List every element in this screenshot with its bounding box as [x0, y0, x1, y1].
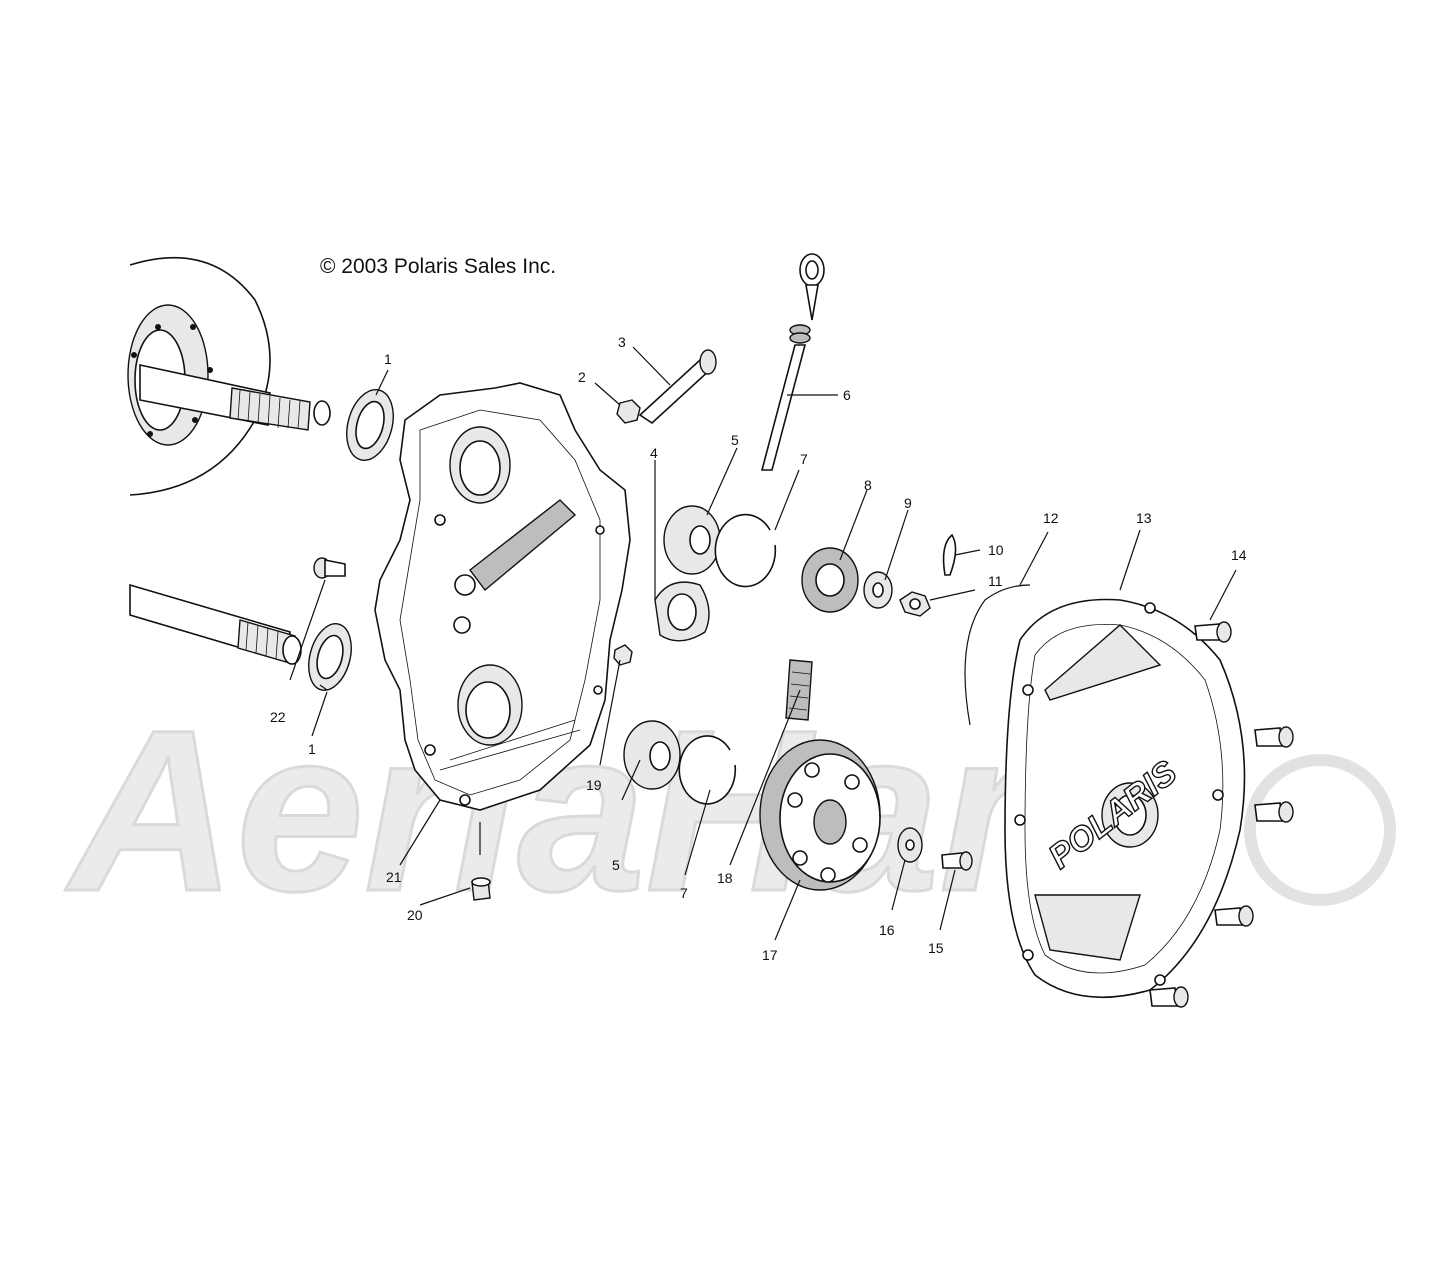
sprocket-17 — [759, 739, 881, 891]
callout-11: 11 — [988, 573, 1003, 589]
callout-21: 21 — [386, 869, 402, 885]
callout-6: 6 — [843, 387, 851, 403]
nut-11 — [899, 591, 931, 617]
callout-3: 3 — [618, 334, 626, 350]
seal-upper — [346, 389, 394, 461]
dipstick-6 — [760, 253, 825, 471]
callout-7-lower: 7 — [680, 885, 688, 901]
callout-13: 13 — [1136, 510, 1152, 526]
callout-14: 14 — [1231, 547, 1247, 563]
gasket-12 — [964, 584, 1031, 726]
bolt-22 — [313, 557, 346, 579]
callout-17: 17 — [762, 947, 778, 963]
bearing-5-upper — [663, 505, 721, 575]
callout-18: 18 — [717, 870, 733, 886]
watermark-text: AeriaHam — [65, 682, 1144, 939]
callout-19: 19 — [586, 777, 602, 793]
callout-8: 8 — [864, 477, 872, 493]
callout-9: 9 — [904, 495, 912, 511]
washer-9 — [863, 571, 893, 609]
plug-20 — [471, 877, 491, 901]
sprocket-8 — [801, 547, 859, 613]
callout-2: 2 — [578, 369, 586, 385]
seal-lower — [308, 623, 352, 691]
chaincase-cover-13: POLARIS — [1004, 598, 1246, 999]
cotter-pin-10 — [942, 533, 957, 576]
chaincase-housing — [374, 382, 631, 811]
watermark: AeriaHam — [64, 681, 1396, 941]
callout-4: 4 — [650, 445, 658, 461]
nut-19 — [613, 644, 633, 666]
callout-12: 12 — [1043, 510, 1059, 526]
copyright-text: © 2003 Polaris Sales Inc. — [320, 255, 556, 278]
nut-2 — [616, 399, 641, 424]
callout-5-upper: 5 — [731, 432, 739, 448]
tensioner-4 — [654, 581, 710, 642]
shaft-lower — [129, 583, 302, 665]
callout-1-lower: 1 — [308, 741, 316, 757]
callout-22: 22 — [270, 709, 286, 725]
callout-16: 16 — [879, 922, 895, 938]
leader-lines — [289, 346, 1237, 941]
bearing-5-lower — [623, 720, 681, 790]
bolt-15 — [941, 851, 973, 871]
callout-7-upper: 7 — [800, 451, 808, 467]
washer-16 — [897, 827, 923, 863]
snap-ring-7-lower — [678, 735, 737, 805]
callout-1-upper: 1 — [384, 351, 392, 367]
chain-18 — [785, 659, 813, 721]
callout-labels: 1 1 2 3 4 5 5 6 7 7 8 9 10 11 12 13 14 1… — [270, 334, 1247, 963]
pin-3 — [638, 349, 717, 425]
callout-10: 10 — [988, 542, 1004, 558]
callout-15: 15 — [928, 940, 944, 956]
cover-bolts-14 — [1149, 621, 1294, 1008]
snap-ring-7-upper — [714, 513, 777, 588]
watermark-wheel-icon — [1244, 754, 1396, 906]
jackshaft-upper — [139, 364, 331, 431]
callout-20: 20 — [407, 907, 423, 923]
callout-5-lower: 5 — [612, 857, 620, 873]
